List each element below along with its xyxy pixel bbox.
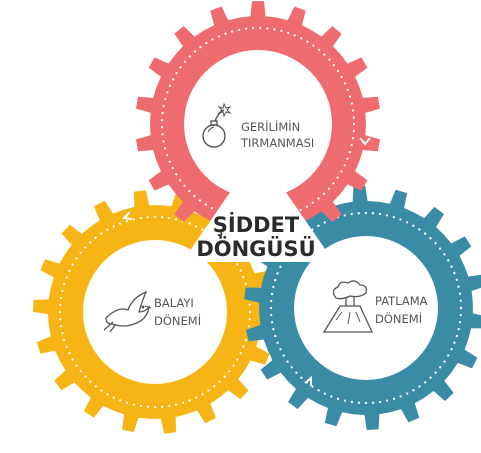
gear-explosion-center (294, 236, 438, 380)
gear-honeymoon-label-line2: DÖNEMİ (154, 312, 201, 328)
gear-honeymoon-label-line1: BALAYI (154, 296, 194, 310)
diagram-title-line1: ŞİDDET (213, 212, 300, 237)
gear-honeymoon-center (83, 240, 227, 384)
arrow-down-icon (359, 137, 371, 146)
volcano-icon (322, 280, 374, 333)
gear-tension-label-line2: TIRMANMASI (240, 136, 314, 150)
gear-tension (136, 1, 380, 247)
gear-explosion-dotted-ring (269, 211, 463, 405)
arrow-icon (304, 375, 312, 386)
gear-honeymoon-dotted-ring (58, 215, 252, 409)
gear-explosion-label-line1: PATLAMA (375, 294, 428, 308)
gear-tension-center (184, 50, 332, 198)
gear-tension-dotted-ring (160, 26, 356, 222)
arrow-icon (121, 211, 133, 220)
gear-explosion-label-line2: DÖNEMİ (375, 310, 422, 326)
gear-tension-label-line1: GERİLİMİN (241, 119, 300, 134)
dove-icon (103, 290, 152, 333)
diagram-title-line2: DÖNGÜSÜ (196, 236, 315, 261)
center-triangle (189, 158, 327, 262)
bomb-icon (202, 102, 232, 148)
